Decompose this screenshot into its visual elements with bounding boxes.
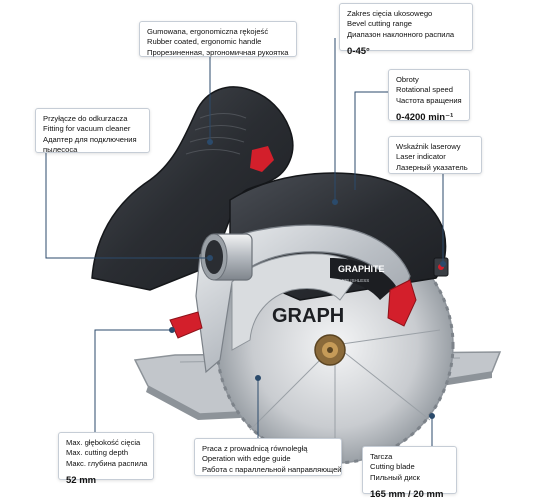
handle-line-pl: Gumowana, ergonomiczna rękojeść <box>147 27 269 36</box>
speed-line-ru: Частота вращения <box>396 95 462 105</box>
blade-line-en: Cutting blade <box>370 462 415 472</box>
brand-logo-text: GRAPHITE <box>338 264 385 274</box>
guide-line-en: Operation with edge guide <box>202 454 291 464</box>
vacuum-line-pl: Przyłącze do odkurzacza <box>43 114 128 123</box>
brand-logo-subtitle: BRUSHLESS <box>342 278 369 283</box>
bevel-line-en: Bevel cutting range <box>347 19 413 29</box>
bevel-line-pl: Zakres cięcia ukosowego <box>347 9 433 18</box>
blade-value: 165 mm / 20 mm <box>370 489 444 501</box>
guide-line-ru: Работа с параллельной направляющей <box>202 464 342 474</box>
laser-line-pl: Wskaźnik laserowy <box>396 142 461 151</box>
callout-laser: Wskaźnik laserowy Laser indicator Лазерн… <box>388 136 482 174</box>
handle-line-ru: Прорезиненная, эргономичная рукоятка <box>147 47 289 57</box>
blade-line-pl: Tarcza <box>370 452 393 461</box>
vacuum-line-ru-1: Адаптер для подключения <box>43 134 137 144</box>
depth-lever-red <box>169 311 203 339</box>
depth-line-ru: Макс. глубина распила <box>66 458 148 468</box>
vacuum-line-en: Fitting for vacuum cleaner <box>43 124 131 134</box>
bevel-line-ru: Диапазон наклонного распила <box>347 29 455 39</box>
callout-bevel: Zakres cięcia ukosowego Bevel cutting ra… <box>339 3 473 57</box>
arbor-bolt <box>314 334 346 366</box>
speed-value: 0-4200 min⁻¹ <box>396 112 454 124</box>
callout-blade: Tarcza Cutting blade Пильный диск 165 mm… <box>362 446 457 500</box>
depth-value: 52 mm <box>66 475 97 487</box>
leader-lines <box>45 38 446 446</box>
logo-band <box>330 258 396 300</box>
body-logo-text: GRAPH <box>272 305 344 327</box>
speed-line-en: Rotational speed <box>396 85 453 95</box>
handle-line-en: Rubber coated, ergonomic handle <box>147 37 262 47</box>
callout-handle: Gumowana, ergonomiczna rękojeść Rubber c… <box>139 21 297 57</box>
bevel-knob-red <box>387 279 417 327</box>
laser-line-ru: Лазерный указатель <box>396 162 468 172</box>
callout-speed: Obroty Rotational speed Частота вращения… <box>388 69 470 124</box>
trigger-red <box>250 146 274 172</box>
vacuum-fitting <box>200 233 253 281</box>
blade-line-ru: Пильный диск <box>370 472 420 482</box>
speed-line-pl: Obroty <box>396 75 419 84</box>
callout-vacuum: Przyłącze do odkurzacza Fitting for vacu… <box>35 108 150 155</box>
vacuum-line-ru-2: пылесоса <box>43 145 78 155</box>
depth-line-en: Max. cutting depth <box>66 448 129 458</box>
callout-edge-guide: Praca z prowadnicą równoległą Operation … <box>194 438 342 476</box>
guide-line-pl: Praca z prowadnicą równoległą <box>202 444 308 453</box>
laser-line-en: Laser indicator <box>396 152 446 162</box>
callout-depth: Max. głębokość cięcia Max. cutting depth… <box>58 432 154 486</box>
depth-line-pl: Max. głębokość cięcia <box>66 438 141 447</box>
bevel-value: 0-45° <box>347 46 370 58</box>
